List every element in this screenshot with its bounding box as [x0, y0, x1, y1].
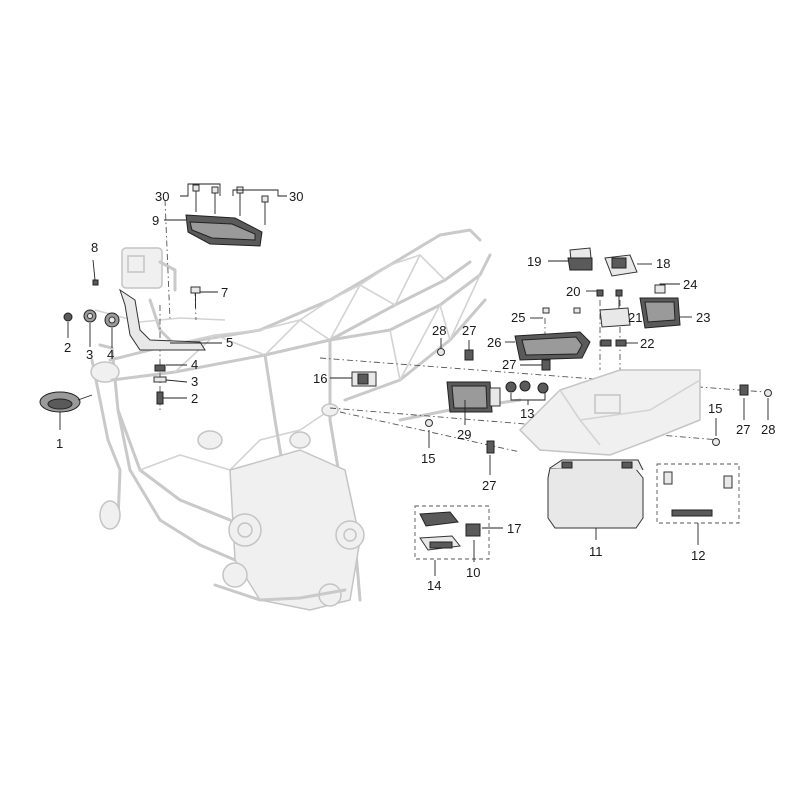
callout-27-right: 27	[736, 422, 750, 437]
callout-27-mid: 27	[502, 357, 516, 372]
callout-7: 7	[221, 285, 228, 300]
leader-lines	[59, 183, 769, 576]
battery-pads-12	[656, 463, 740, 524]
bolt-25	[542, 307, 581, 314]
stacked-fasteners	[153, 364, 167, 405]
battery-11	[547, 459, 644, 529]
callout-28-right: 28	[761, 422, 775, 437]
callout-4-right: 4	[191, 357, 198, 372]
callout-11: 11	[589, 544, 603, 559]
callout-1: 1	[56, 436, 63, 451]
callout-30-left: 30	[155, 189, 169, 204]
callout-28-left: 28	[432, 323, 446, 338]
callout-30-right: 30	[289, 189, 303, 204]
callout-19: 19	[527, 254, 541, 269]
callout-8: 8	[91, 240, 98, 255]
callout-20: 20	[566, 284, 580, 299]
relay-16	[351, 371, 377, 387]
component-18	[604, 254, 638, 277]
control-unit-9	[185, 184, 269, 247]
callout-3-right: 3	[191, 374, 198, 389]
components-20-21	[596, 289, 631, 328]
control-unit-26	[514, 331, 591, 361]
component-22	[600, 339, 627, 347]
callout-15-left: 15	[421, 451, 435, 466]
callout-25: 25	[511, 310, 525, 325]
callout-3-left: 3	[86, 347, 93, 362]
callout-9: 9	[152, 213, 159, 228]
callout-15-right: 15	[708, 401, 722, 416]
starter-relay-23	[639, 284, 681, 329]
component-19	[567, 247, 593, 271]
callout-4-left: 4	[107, 347, 114, 362]
callout-17: 17	[507, 521, 521, 536]
motorcycle-frame	[90, 228, 522, 611]
callout-12: 12	[691, 548, 705, 563]
callout-27-top: 27	[462, 323, 476, 338]
callout-16: 16	[313, 371, 327, 386]
callout-29: 29	[457, 427, 471, 442]
fasteners-13	[505, 380, 549, 394]
callout-13: 13	[520, 406, 534, 421]
callout-2-left: 2	[64, 340, 71, 355]
screws-28-15	[425, 348, 772, 446]
bolt-part-7	[190, 286, 201, 308]
fuse-box-29	[446, 381, 501, 413]
callout-23: 23	[696, 310, 710, 325]
callout-21: 21	[628, 310, 642, 325]
callout-26: 26	[487, 335, 501, 350]
callout-2-right: 2	[191, 391, 198, 406]
callout-labels: 1 2 3 4 8 5 7 4 3 2 9 30 30 16 28 27 27 …	[56, 189, 775, 593]
callout-24: 24	[683, 277, 697, 292]
callout-14: 14	[427, 578, 441, 593]
callout-22: 22	[640, 336, 654, 351]
callout-27-bottom: 27	[482, 478, 496, 493]
callout-5: 5	[226, 335, 233, 350]
left-fasteners	[63, 279, 120, 328]
battery-tray	[518, 369, 701, 456]
callout-18: 18	[656, 256, 670, 271]
module-group-14	[414, 505, 490, 560]
callout-10: 10	[466, 565, 480, 580]
bracket-part	[119, 288, 206, 351]
horn-part	[39, 391, 93, 413]
